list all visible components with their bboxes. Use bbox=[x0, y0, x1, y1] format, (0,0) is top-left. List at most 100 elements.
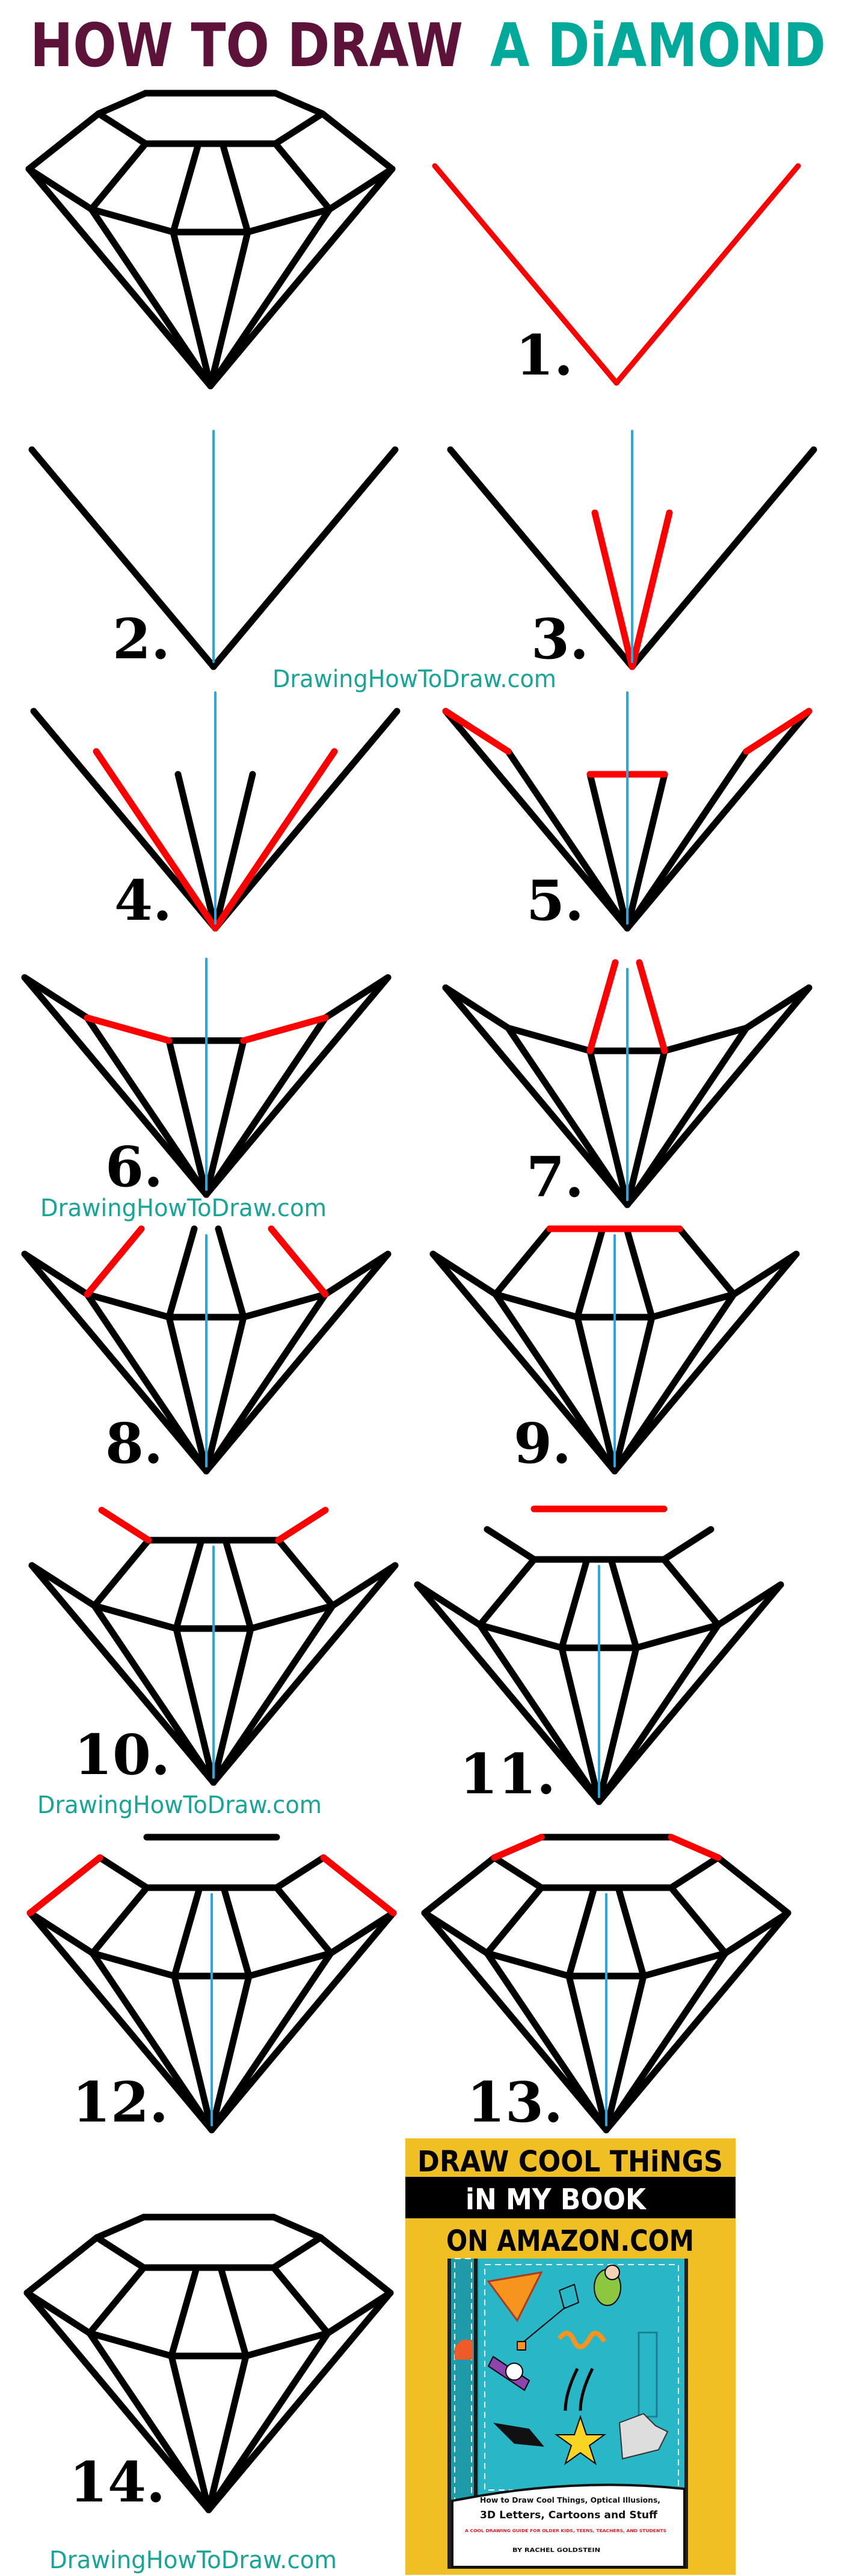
line-lcl bbox=[165, 1314, 210, 1475]
line-shtop bbox=[93, 2213, 147, 2241]
line-wsh bbox=[714, 1854, 791, 1917]
line-lgl bbox=[203, 1014, 329, 1198]
line-lcin bbox=[623, 1225, 656, 1321]
line-v bbox=[624, 708, 813, 932]
line-lcl bbox=[203, 1037, 247, 1198]
line-lcin bbox=[558, 1556, 591, 1651]
line-wlg bbox=[326, 165, 396, 213]
cover-title-2: 3D Letters, Cartoons and Stuff bbox=[480, 2509, 657, 2521]
line-lcl bbox=[595, 1644, 640, 1805]
line-mhsh bbox=[273, 1854, 327, 1891]
line-lcin bbox=[615, 1884, 647, 1980]
line-lgl bbox=[611, 1291, 737, 1475]
line-mhsh bbox=[270, 2234, 324, 2271]
red-v-line bbox=[613, 163, 801, 386]
book-advert[interactable]: DRAW COOL THiNGS iN MY BOOK ON AMAZON.CO… bbox=[405, 2138, 736, 2575]
line-mhsh bbox=[484, 1526, 538, 1563]
step-4-drawing bbox=[30, 691, 401, 932]
line-wlg bbox=[28, 1562, 98, 1609]
line-shtop bbox=[270, 2213, 324, 2241]
step-2-drawing bbox=[28, 430, 399, 670]
line-mhsh bbox=[660, 1526, 714, 1563]
step-number-13: 13. bbox=[467, 2070, 563, 2135]
line-lcin bbox=[607, 1556, 640, 1651]
line-wlg bbox=[21, 1250, 91, 1298]
new-line-wsh bbox=[320, 1854, 397, 1917]
cartoon-girl-head bbox=[505, 2363, 523, 2381]
line-lcl bbox=[558, 1644, 603, 1805]
title-part-1: HOW TO DRAW bbox=[30, 10, 463, 81]
line-lcin bbox=[171, 1884, 203, 1980]
line-lcl bbox=[208, 1972, 253, 2134]
finished-diamond bbox=[25, 90, 396, 390]
new-line-lglc bbox=[84, 1014, 173, 1044]
step-number-7: 7. bbox=[526, 1145, 584, 1210]
line-mhsh bbox=[96, 1854, 150, 1891]
step-number-5: 5. bbox=[526, 868, 584, 933]
line-wlg bbox=[329, 1562, 399, 1609]
book-cover[interactable]: How to Draw Cool Things, Optical Illusio… bbox=[447, 2258, 688, 2569]
line-lcin bbox=[173, 1537, 205, 1632]
step-12-drawing bbox=[26, 1834, 397, 2134]
line-lgmh bbox=[275, 1537, 336, 1609]
line-lglc bbox=[84, 1291, 173, 1321]
cover-banner bbox=[451, 2483, 686, 2568]
line-lgl bbox=[208, 1950, 334, 2134]
line-v bbox=[205, 2289, 394, 2513]
line-v bbox=[212, 708, 401, 932]
step-number-8: 8. bbox=[105, 1411, 163, 1476]
step-number-2: 2. bbox=[112, 607, 170, 672]
line-lglc bbox=[633, 1621, 722, 1651]
line-lcin bbox=[220, 1884, 253, 1980]
line-wlg bbox=[442, 984, 512, 1032]
line-lgmh bbox=[272, 140, 333, 213]
line-lgl bbox=[210, 1602, 336, 1786]
line-v bbox=[25, 165, 214, 390]
cover-subtitle: A COOL DRAWING GUIDE FOR OLDER KIDS, TEE… bbox=[465, 2529, 666, 2533]
line-lglc bbox=[89, 1950, 178, 1980]
line-lcl bbox=[624, 1047, 668, 1208]
line-wlg bbox=[26, 1909, 96, 1957]
new-line-lcin bbox=[636, 959, 668, 1054]
line-lcl bbox=[574, 1314, 618, 1475]
line-lglc bbox=[484, 1950, 573, 1980]
new-line-shtop bbox=[668, 1834, 722, 1861]
line-lglc bbox=[245, 1950, 334, 1980]
spine-tab bbox=[455, 2339, 473, 2360]
line-lgl bbox=[624, 1024, 750, 1208]
line-v bbox=[28, 446, 217, 670]
spine-edge bbox=[474, 2259, 478, 2559]
line-lgl bbox=[484, 1950, 610, 2134]
line-v bbox=[442, 984, 631, 1208]
line-lgmh bbox=[484, 1884, 545, 1957]
line-lcl bbox=[171, 1972, 215, 2134]
line-lgl bbox=[595, 1621, 722, 1805]
line-v bbox=[447, 446, 636, 670]
new-line-mhsh bbox=[98, 1507, 152, 1544]
line-wsh bbox=[319, 110, 396, 173]
line-lgl bbox=[505, 1024, 631, 1208]
step-11-drawing bbox=[414, 1505, 784, 1805]
line-lglc bbox=[476, 1621, 565, 1651]
line-v bbox=[207, 165, 396, 390]
step-3-drawing bbox=[447, 430, 817, 670]
line-wsh bbox=[317, 2234, 394, 2296]
line-lcl bbox=[586, 1047, 631, 1208]
star-illustration bbox=[554, 2414, 607, 2465]
line-lcl bbox=[565, 1972, 610, 2134]
line-v bbox=[28, 1562, 217, 1786]
line-wlg bbox=[414, 1581, 484, 1629]
line-lgmh bbox=[89, 1884, 150, 1957]
new-line-lgmh bbox=[268, 1225, 329, 1298]
step-14-drawing bbox=[23, 2213, 394, 2513]
line-lgl bbox=[492, 1291, 618, 1475]
ribbon-illustration bbox=[557, 2331, 607, 2349]
step-13-drawing bbox=[421, 1834, 791, 2134]
line-lgl bbox=[91, 1602, 217, 1786]
line-shtop bbox=[95, 90, 149, 117]
line-v bbox=[611, 1250, 800, 1475]
watermark-4: DrawingHowToDraw.com bbox=[49, 2547, 337, 2574]
line-lglc bbox=[240, 1291, 329, 1321]
line-v bbox=[203, 1250, 392, 1475]
step-number-11: 11. bbox=[459, 1742, 556, 1807]
